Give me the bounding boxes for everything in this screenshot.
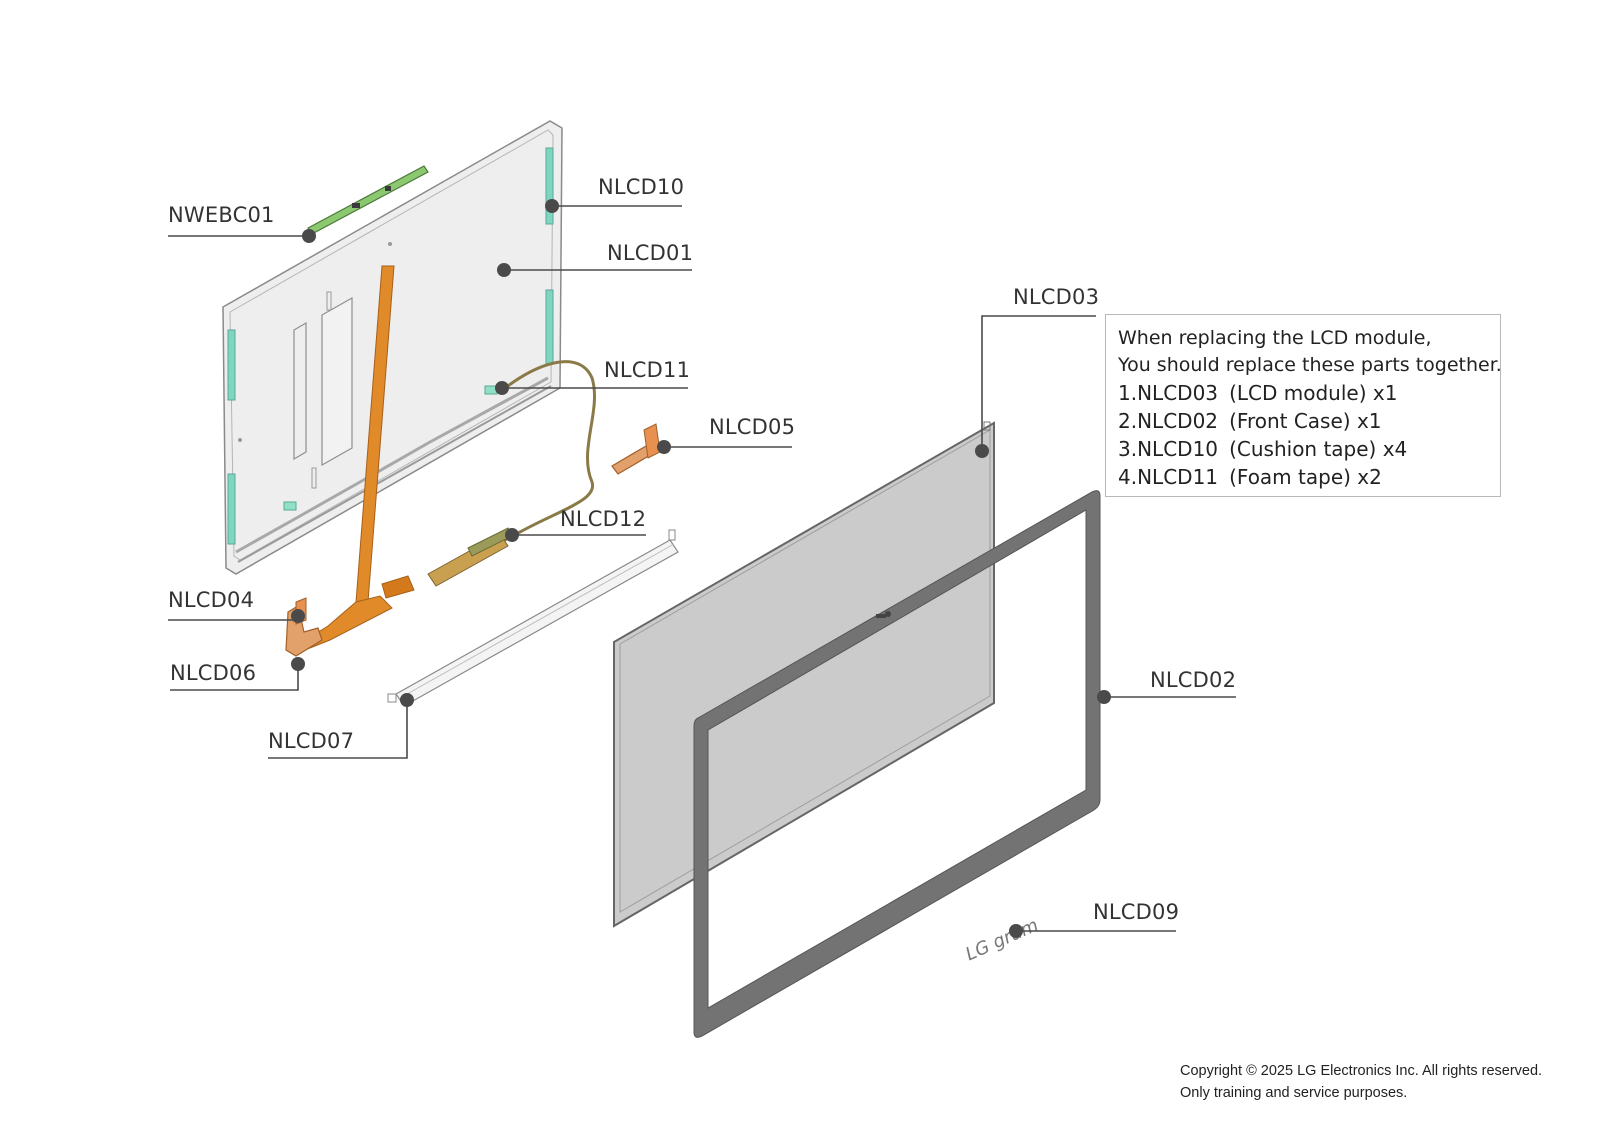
note-item: 2.NLCD02(Front Case) x1 [1118,409,1382,433]
label-nlcd04: NLCD04 [168,588,255,612]
label-nlcd05: NLCD05 [709,415,796,439]
label-nwebc01: NWEBC01 [168,203,275,227]
label-nlcd09: NLCD09 [1093,900,1180,924]
replacement-note-box: When replacing the LCD module, You shoul… [1105,314,1502,497]
note-item: 3.NLCD10(Cushion tape) x4 [1118,437,1408,461]
copyright-line-2: Only training and service purposes. [1180,1085,1408,1101]
note-line-2: You should replace these parts together. [1118,354,1502,376]
hinge-left [285,597,323,657]
label-nlcd06: NLCD06 [170,661,257,685]
label-nlcd10: NLCD10 [598,175,685,199]
label-nlcd03: NLCD03 [1013,285,1100,309]
note-line-1: When replacing the LCD module, [1118,327,1432,349]
label-nlcd02: NLCD02 [1150,668,1237,692]
svg-text:LG gram: LG gram [963,915,1042,966]
callout-dots [291,199,1111,938]
front-bezel [693,490,1101,1038]
note-item: 4.NLCD11(Foam tape) x2 [1118,465,1382,489]
label-nlcd11: NLCD11 [604,358,691,382]
cushion-tape [227,147,554,545]
lg-gram-logo: LG gram [963,915,1042,966]
note-item: 1.NLCD03(LCD module) x1 [1118,381,1398,405]
hinge-right [611,423,661,475]
copyright-line-1: Copyright © 2025 LG Electronics Inc. All… [1180,1063,1543,1079]
copyright-notice: Copyright © 2025 LG Electronics Inc. All… [1180,1060,1542,1104]
label-nlcd01: NLCD01 [607,241,694,265]
label-nlcd07: NLCD07 [268,729,355,753]
back-cover [222,120,563,575]
label-nlcd12: NLCD12 [560,507,647,531]
callout-lines [168,205,1236,932]
